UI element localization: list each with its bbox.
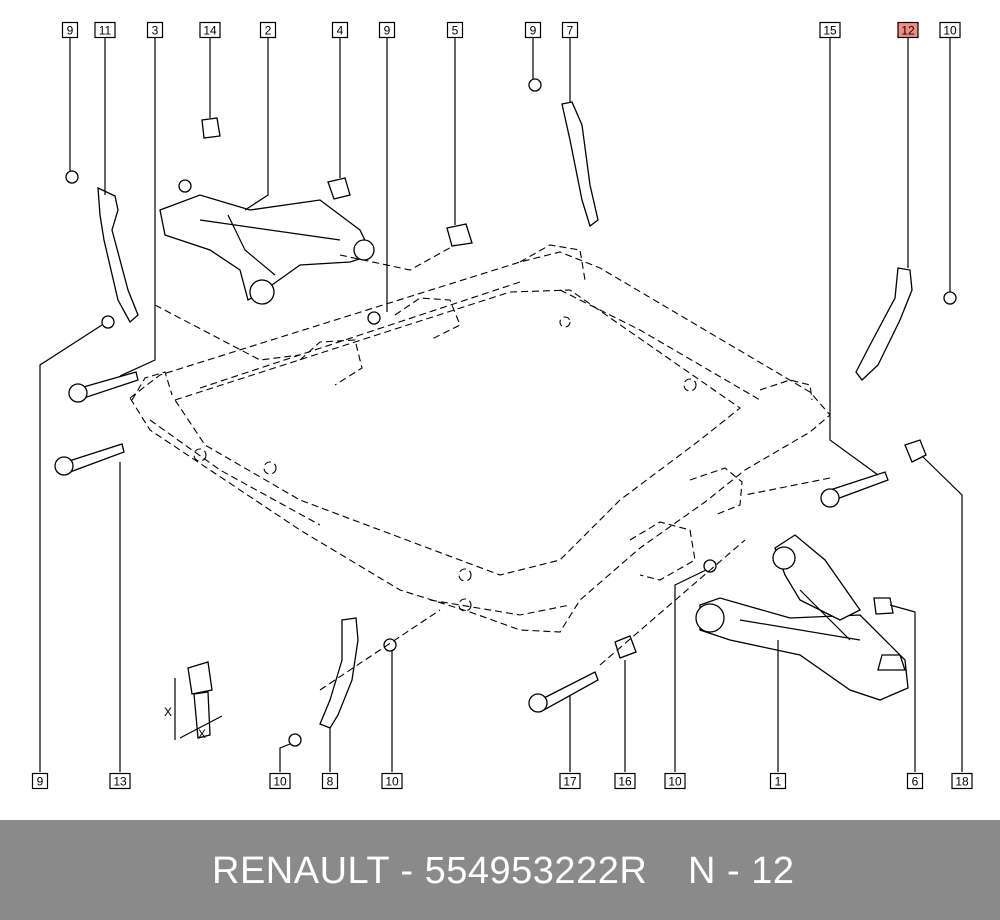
lower-arm-left: [159, 179, 375, 305]
callout-box-top-8: [524, 21, 542, 39]
callout-label-bottom-8: 1: [775, 775, 782, 789]
callout-label-bottom-5: 17: [563, 775, 577, 789]
callout-label-bottom-2: 10: [273, 775, 287, 789]
ball-joint-right: [873, 597, 906, 671]
callout-box-top-0: [61, 21, 79, 39]
leader-lines: [39, 38, 963, 772]
callout-label-top-5: 4: [337, 24, 344, 38]
part-number-label: RENAULT - 554953222R: [212, 850, 648, 892]
callout-box-bottom-5: [559, 772, 581, 790]
callout-label-top-2: 3: [152, 24, 159, 38]
bushing-16: [614, 635, 637, 659]
bushing-14: [201, 117, 221, 139]
callout-box-bottom-4: [381, 772, 403, 790]
bushing-5: [446, 223, 473, 247]
subframe: [129, 244, 831, 633]
callout-box-top-12: [939, 21, 961, 39]
callout-box-bottom-2: [269, 772, 291, 790]
bolt-17: [528, 671, 599, 713]
bracket-12: [855, 267, 913, 381]
callout-label-top-6: 9: [384, 24, 391, 38]
lower-arm-right: [695, 534, 909, 701]
callout-box-bottom-8: [769, 772, 787, 790]
callout-label-top-9: 7: [567, 24, 574, 38]
callout-box-top-5: [331, 21, 349, 39]
callout-box-bottom-6: [614, 772, 636, 790]
callout-box-bottom-1: [109, 772, 131, 790]
callout-box-bottom-3: [321, 772, 339, 790]
callout-box-bottom-10: [951, 772, 973, 790]
callout-label-top-4: 2: [265, 24, 272, 38]
callout-label-bottom-3: 8: [327, 775, 334, 789]
callout-label-top-11: 12: [901, 24, 915, 38]
bolt-dimension-detail: X X: [164, 661, 223, 741]
dimension-label-x1: X: [164, 705, 172, 719]
callout-box-top-6: [378, 21, 396, 39]
callout-box-top-11: [897, 21, 919, 39]
bolt-13: [54, 443, 125, 476]
bushing-18: [904, 439, 927, 463]
position-label: N - 12: [688, 850, 795, 892]
bushing-4: [327, 177, 351, 200]
bolt-3: [68, 371, 139, 403]
callout-box-bottom-0: [31, 772, 49, 790]
callout-label-bottom-9: 6: [912, 775, 919, 789]
bracket-7: [561, 101, 599, 228]
callout-label-bottom-4: 10: [385, 775, 399, 789]
callout-label-bottom-10: 18: [955, 775, 969, 789]
callout-label-bottom-1: 13: [113, 775, 127, 789]
callout-box-bottom-9: [906, 772, 924, 790]
callout-box-bottom-7: [664, 772, 686, 790]
callout-box-top-4: [259, 21, 277, 39]
callout-label-top-1: 11: [99, 24, 112, 38]
callout-box-top-7: [446, 21, 464, 39]
dimension-label-x2: X: [198, 727, 206, 741]
callout-label-top-7: 5: [452, 24, 459, 38]
bolt-15: [820, 471, 889, 508]
footer-bar: [0, 820, 1000, 920]
callout-label-top-3: 14: [203, 24, 217, 38]
callout-label-bottom-0: 9: [37, 775, 44, 789]
callout-label-top-8: 9: [530, 24, 537, 38]
callout-box-top-2: [146, 21, 164, 39]
nuts: [65, 78, 957, 747]
bracket-11: [97, 186, 139, 324]
callout-label-bottom-6: 16: [618, 775, 632, 789]
callout-box-top-3: [199, 21, 221, 39]
callout-box-top-10: [819, 21, 841, 39]
callout-label-top-10: 15: [823, 24, 837, 38]
bracket-8: [319, 617, 359, 729]
callout-label-bottom-7: 10: [668, 775, 682, 789]
callout-box-top-1: [94, 21, 116, 39]
callout-label-top-12: 10: [943, 24, 957, 38]
callout-label-top-0: 9: [67, 24, 74, 38]
callout-box-top-9: [561, 21, 579, 39]
